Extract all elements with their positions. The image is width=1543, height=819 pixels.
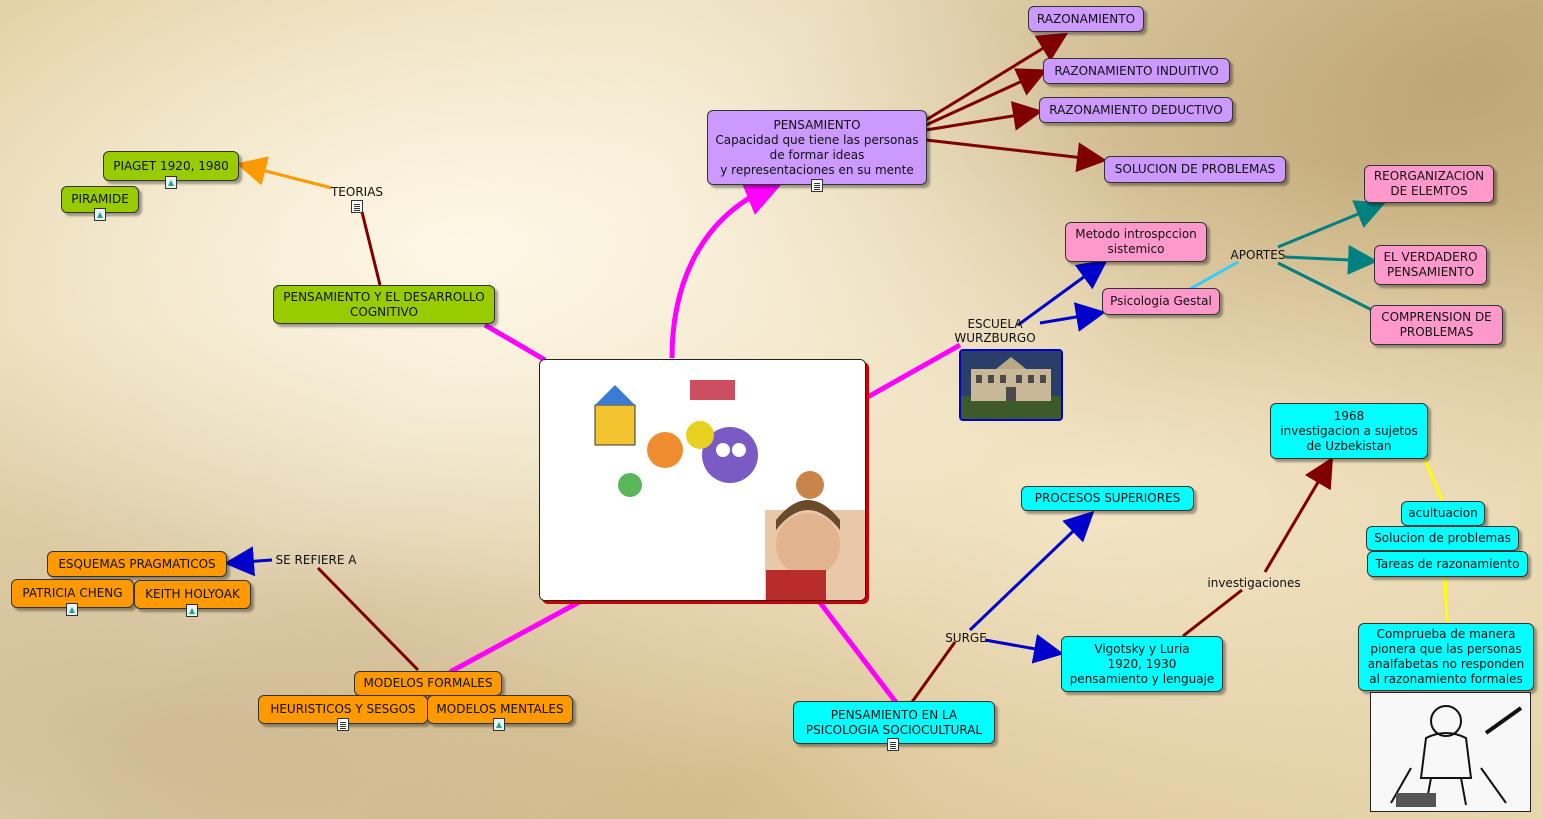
node-procesos-text: PROCESOS SUPERIORES	[1034, 491, 1181, 505]
node-solucion-problemas[interactable]: SOLUCION DE PROBLEMAS	[1104, 156, 1286, 183]
node-verdadero-pensamiento[interactable]: EL VERDADERO PENSAMIENTO	[1374, 245, 1487, 285]
document-icon[interactable]	[337, 718, 349, 731]
node-razonamiento-deductivo-text: RAZONAMIENTO DEDUCTIVO	[1049, 102, 1223, 117]
node-holyoak-text: KEITH HOLYOAK	[145, 587, 240, 601]
document-icon[interactable]	[351, 200, 363, 213]
link-center-pensamiento	[669, 177, 785, 359]
node-desarrollo-cognitivo-text: PENSAMIENTO Y EL DESARROLLO COGNITIVO	[283, 289, 485, 319]
node-razonamiento-text: RAZONAMIENTO	[1036, 11, 1136, 26]
image-icon[interactable]	[94, 208, 106, 221]
document-icon[interactable]	[811, 179, 823, 192]
node-pensamiento-text: PENSAMIENTO Capacidad que tiene las pers…	[715, 117, 919, 177]
node-vigotsky-text: Vigotsky y Luria 1920, 1930 pensamiento …	[1069, 641, 1215, 686]
image-icon[interactable]	[493, 718, 505, 731]
link-center-desarrollo	[483, 322, 547, 363]
node-tareas-text: Tareas de razonamiento	[1375, 556, 1520, 571]
label-aportes: APORTES	[1230, 248, 1286, 262]
node-solucion-problemas-text: SOLUCION DE PROBLEMAS	[1114, 162, 1276, 176]
node-comprueba-text: Comprueba de manera pionera que las pers…	[1367, 627, 1525, 686]
label-escuela: ESCUELA WURZBURGO	[954, 317, 1036, 345]
link-center-sociocultural	[816, 598, 900, 707]
central-illustration[interactable]	[539, 359, 866, 601]
node-verdadero-text: EL VERDADERO PENSAMIENTO	[1383, 250, 1478, 279]
node-cheng-text: PATRICIA CHENG	[22, 586, 123, 600]
node-razonamiento-inductivo[interactable]: RAZONAMIENTO INDUITIVO	[1043, 58, 1230, 84]
child-imagination-image	[540, 360, 865, 600]
image-icon[interactable]	[165, 176, 177, 189]
link-center-escuela	[864, 342, 962, 401]
node-heuristicos-text: HEURISTICOS Y SESGOS	[270, 702, 416, 716]
image-icon[interactable]	[66, 603, 78, 616]
node-aculturacion-text: acultuacion	[1408, 506, 1478, 520]
boy-sketch-image[interactable]	[1370, 692, 1531, 812]
node-piaget-text: PIAGET 1920, 1980	[113, 158, 229, 173]
node-razonamiento[interactable]: RAZONAMIENTO	[1028, 6, 1144, 32]
node-comprension-problemas[interactable]: COMPRENSION DE PROBLEMAS	[1370, 305, 1503, 345]
node-metodo-introspeccion[interactable]: Metodo introspccion sistemico	[1065, 222, 1207, 262]
node-vigotsky[interactable]: Vigotsky y Luria 1920, 1930 pensamiento …	[1061, 636, 1223, 692]
label-teorias: TEORIAS	[330, 185, 384, 199]
node-1968-text: 1968 investigacion a sujetos de Uzbekist…	[1280, 408, 1418, 453]
node-piramide-text: PIRAMIDE	[71, 192, 129, 206]
node-reorganizacion-text: REORGANIZACION DE ELEMTOS	[1373, 169, 1485, 198]
node-esquemas-text: ESQUEMAS PRAGMATICOS	[58, 556, 216, 571]
node-comprension-text: COMPRENSION DE PROBLEMAS	[1381, 310, 1492, 339]
node-modelos-formales[interactable]: MODELOS FORMALES	[354, 671, 502, 696]
node-sociocultural-text: PENSAMIENTO EN LA PSICOLOGIA SOCIOCULTUR…	[805, 707, 983, 737]
image-icon[interactable]	[186, 604, 198, 617]
node-desarrollo-cognitivo[interactable]: PENSAMIENTO Y EL DESARROLLO COGNITIVO	[273, 285, 495, 324]
node-razonamiento-inductivo-text: RAZONAMIENTO INDUITIVO	[1054, 63, 1219, 78]
university-building-image[interactable]	[959, 349, 1063, 421]
label-investigaciones: investigaciones	[1207, 576, 1301, 590]
node-psicologia-gestal[interactable]: Psicologia Gestal	[1102, 288, 1220, 315]
node-reorganizacion[interactable]: REORGANIZACION DE ELEMTOS	[1364, 165, 1494, 203]
node-1968[interactable]: 1968 investigacion a sujetos de Uzbekist…	[1270, 403, 1428, 459]
node-procesos-superiores[interactable]: PROCESOS SUPERIORES	[1021, 486, 1194, 511]
node-modelos-mentales-text: MODELOS MENTALES	[436, 702, 564, 716]
document-icon[interactable]	[887, 738, 899, 751]
label-se-refiere: SE REFIERE A	[275, 553, 357, 567]
node-metodo-text: Metodo introspccion sistemico	[1075, 227, 1197, 256]
node-modelos-formales-text: MODELOS FORMALES	[363, 676, 493, 690]
node-psicologia-gestal-text: Psicologia Gestal	[1110, 294, 1212, 308]
node-solucion-problemas-2-text: Solucion de problemas	[1374, 531, 1511, 545]
node-sociocultural[interactable]: PENSAMIENTO EN LA PSICOLOGIA SOCIOCULTUR…	[793, 701, 995, 744]
node-tareas-razonamiento[interactable]: Tareas de razonamiento	[1367, 551, 1528, 577]
label-surge: SURGE	[945, 631, 987, 645]
node-solucion-problemas-2[interactable]: Solucion de problemas	[1366, 526, 1519, 551]
node-pensamiento[interactable]: PENSAMIENTO Capacidad que tiene las pers…	[707, 110, 927, 185]
node-comprueba[interactable]: Comprueba de manera pionera que las pers…	[1358, 623, 1534, 691]
node-esquemas-pragmaticos[interactable]: ESQUEMAS PRAGMATICOS	[47, 551, 227, 577]
node-razonamiento-deductivo[interactable]: RAZONAMIENTO DEDUCTIVO	[1039, 97, 1233, 123]
link-center-modelos	[448, 597, 585, 675]
node-aculturacion[interactable]: acultuacion	[1401, 501, 1485, 526]
